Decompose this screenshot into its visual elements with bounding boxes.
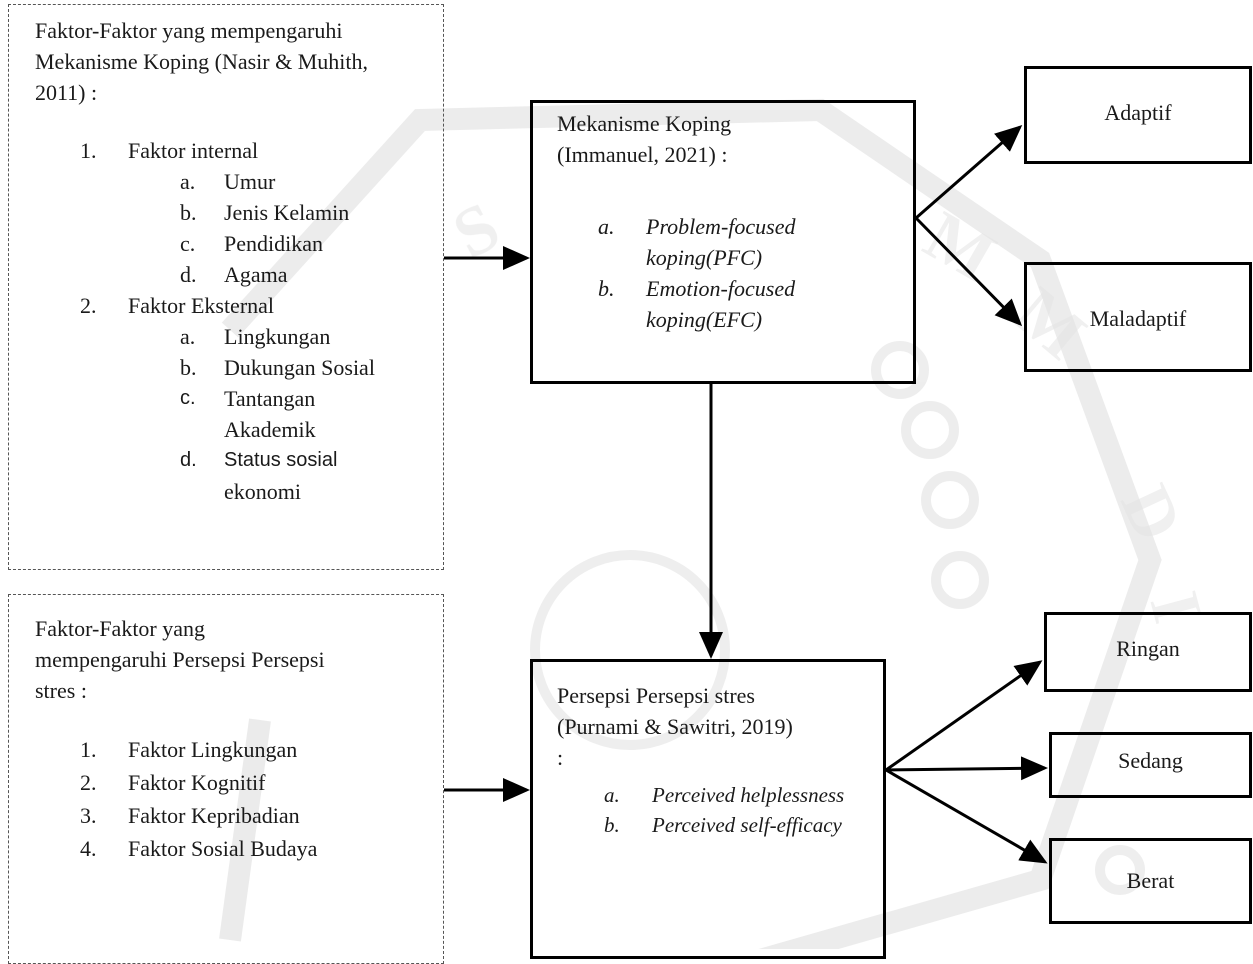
list-text: koping(EFC) — [646, 307, 763, 332]
coping-title-2: (Immanuel, 2021) : — [557, 142, 728, 167]
list-letter: d. — [180, 262, 197, 287]
list-text: Problem-focused — [646, 214, 796, 239]
coping-factors-title-1: Faktor-Faktor yang mempengaruhi — [35, 18, 343, 43]
list-text: Faktor Sosial Budaya — [128, 836, 318, 861]
list-number: 3. — [80, 803, 97, 828]
list-item: b. Dukungan Sosial — [8, 352, 444, 383]
outcome-label: Sedang — [1118, 748, 1183, 773]
list-text: Lingkungan — [224, 324, 331, 349]
list-text: Akademik — [224, 417, 316, 442]
outcome-sedang: Sedang — [1049, 732, 1252, 798]
list-text: Dukungan Sosial — [224, 355, 375, 380]
stress-title-2: (Purnami & Sawitri, 2019) — [557, 714, 793, 739]
list-item-continuation: Akademik — [8, 414, 444, 445]
list-text: Jenis Kelamin — [224, 200, 350, 225]
list-text: Faktor Lingkungan — [128, 737, 298, 762]
list-letter: d. — [180, 449, 197, 471]
list-item: a. Problem-focused — [530, 211, 916, 242]
arrow-coping-to-maladaptif — [914, 216, 1023, 327]
list-number: 2. — [80, 770, 97, 795]
list-text: Pendidikan — [224, 231, 323, 256]
coping-factors-box: Faktor-Faktor yang mempengaruhi Mekanism… — [8, 4, 444, 570]
stress-factors-title-2: mempengaruhi Persepsi Persepsi — [35, 647, 325, 672]
list-item: b. Jenis Kelamin — [8, 197, 444, 228]
outcome-maladaptif: Maladaptif — [1024, 262, 1252, 372]
list-item-continuation: ekonomi — [8, 476, 444, 507]
list-item: 3. Faktor Kepribadian — [8, 800, 444, 833]
list-text: ekonomi — [224, 479, 301, 504]
list-letter: a. — [598, 214, 615, 239]
list-letter: a. — [180, 169, 196, 194]
list-text: Faktor Kognitif — [128, 770, 266, 795]
list-letter: b. — [604, 813, 620, 837]
list-letter: a. — [604, 783, 620, 807]
list-item-continuation: koping(PFC) — [530, 242, 916, 273]
list-text: Tantangan — [224, 386, 316, 411]
list-number: 1. — [80, 737, 97, 762]
stress-title-3: : — [557, 745, 564, 770]
list-item-continuation: koping(EFC) — [530, 304, 916, 335]
list-label: Faktor Eksternal — [128, 293, 275, 318]
arrow-stress-to-ringan — [885, 660, 1043, 772]
outcome-label: Berat — [1126, 868, 1175, 893]
list-number: 2. — [80, 293, 97, 318]
list-item: d. Status sosial — [8, 445, 444, 476]
list-number: 1. — [80, 138, 97, 163]
coping-title-1: Mekanisme Koping — [557, 111, 732, 136]
coping-factors-list: 1. Faktor internal a. Umur b. Jenis Kela… — [8, 135, 444, 507]
list-item: a. Umur — [8, 166, 444, 197]
outcome-berat: Berat — [1049, 838, 1252, 924]
list-item: 1. Faktor Lingkungan — [8, 734, 444, 767]
list-item: a. Perceived helplessness — [530, 780, 886, 810]
coping-factors-title-2: Mekanisme Koping (Nasir & Muhith, — [35, 49, 369, 74]
stress-title-1: Persepsi Persepsi stres — [557, 683, 755, 708]
list-item: a. Lingkungan — [8, 321, 444, 352]
outcome-label: Ringan — [1116, 636, 1180, 661]
list-item: 2. Faktor Kognitif — [8, 767, 444, 800]
list-text: Emotion-focused — [646, 276, 796, 301]
arrow-stress-to-sedang — [885, 756, 1048, 781]
list-item: c. Pendidikan — [8, 228, 444, 259]
list-number: 4. — [80, 836, 97, 861]
arrow-stress-to-berat — [885, 768, 1048, 864]
list-letter: c. — [180, 387, 196, 409]
list-letter: b. — [598, 276, 615, 301]
factor-group-internal: 1. Faktor internal — [8, 135, 444, 166]
coping-mechanism-box: Mekanisme Koping (Immanuel, 2021) : — [530, 100, 916, 384]
list-text: koping(PFC) — [646, 245, 763, 270]
list-letter: a. — [180, 324, 196, 349]
list-label: Faktor internal — [128, 138, 259, 163]
outcome-label: Maladaptif — [1089, 306, 1187, 331]
list-item: 4. Faktor Sosial Budaya — [8, 833, 444, 866]
list-text: Faktor Kepribadian — [128, 803, 300, 828]
list-text: Perceived self-efficacy — [652, 813, 842, 837]
list-letter: b. — [180, 200, 197, 225]
stress-factors-title-3: stres : — [35, 678, 87, 703]
list-text: Perceived helplessness — [652, 783, 845, 807]
list-item: b. Perceived self-efficacy — [530, 810, 886, 840]
coping-factors-title-3: 2011) : — [35, 80, 98, 105]
arrow-coping-to-adaptif — [915, 125, 1023, 220]
stress-aspects-list: a. Perceived helplessness b. Perceived s… — [530, 780, 886, 840]
list-text: Agama — [224, 262, 288, 287]
factor-group-external: 2. Faktor Eksternal — [8, 290, 444, 321]
outcome-ringan: Ringan — [1044, 612, 1252, 692]
list-text: Umur — [224, 169, 276, 194]
outcome-label: Adaptif — [1104, 100, 1172, 125]
coping-types-list: a. Problem-focused koping(PFC) b. Emotio… — [530, 211, 916, 335]
list-item: c. Tantangan — [8, 383, 444, 414]
list-item: d. Agama — [8, 259, 444, 290]
list-item: b. Emotion-focused — [530, 273, 916, 304]
stress-factors-title-1: Faktor-Faktor yang — [35, 616, 206, 641]
list-letter: b. — [180, 355, 197, 380]
list-letter: c. — [180, 231, 196, 256]
stress-factors-list: 1. Faktor Lingkungan 2. Faktor Kognitif … — [8, 734, 444, 866]
list-text: Status sosial — [224, 449, 338, 471]
outcome-adaptif: Adaptif — [1024, 66, 1252, 164]
